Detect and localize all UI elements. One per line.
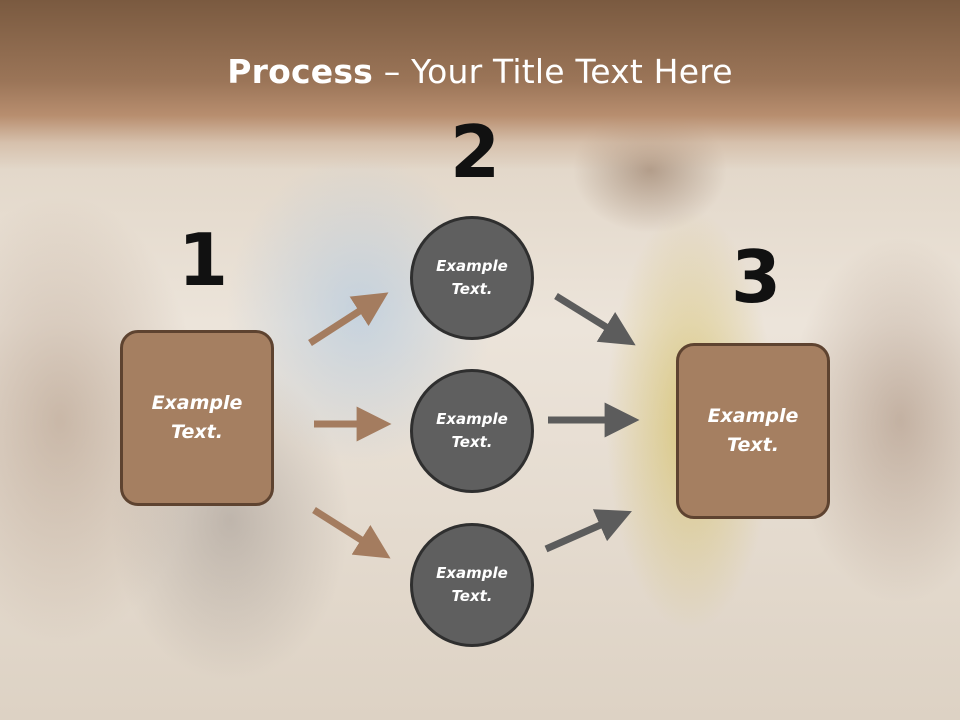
title-bold: Process [227,52,374,91]
title-rest: – Your Title Text Here [373,52,733,91]
circle-top-line1: Example [436,257,508,275]
step-number-1: 1 [178,218,229,302]
slide-title: Process – Your Title Text Here [0,52,960,91]
circle-bottom-line1: Example [436,564,508,582]
step1-box-line1: Example [151,392,243,414]
step-number-2: 2 [450,110,501,194]
step3-box-line2: Text. [727,434,779,456]
circle-bottom-line2: Text. [451,587,493,605]
circle-middle-line1: Example [436,410,508,428]
step3-box-line1: Example [707,405,799,427]
step3-box: Example Text. [676,343,830,519]
step2-circle-middle: Example Text. [410,369,534,493]
step2-circle-bottom: Example Text. [410,523,534,647]
arrow-circle3-to-box3 [544,509,632,553]
step2-circle-top: Example Text. [410,216,534,340]
arrow-box1-to-circle1 [308,292,389,346]
circle-middle-line2: Text. [451,433,493,451]
step1-box-line2: Text. [171,421,223,443]
step-number-3: 3 [731,235,782,319]
title-band [0,0,960,170]
arrow-box1-to-circle3 [312,507,391,559]
step1-box: Example Text. [120,330,274,506]
circle-top-line2: Text. [451,280,493,298]
arrow-circle1-to-box3 [554,293,636,346]
